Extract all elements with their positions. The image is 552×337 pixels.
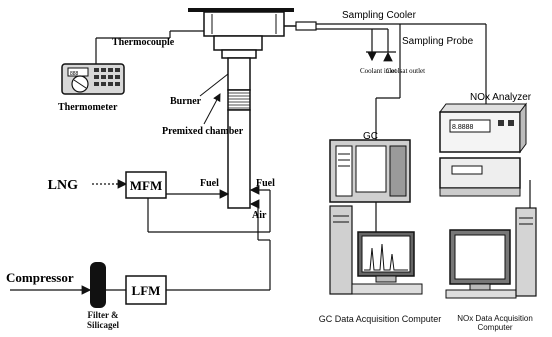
label-air: Air: [252, 210, 267, 221]
label-burner: Burner: [170, 96, 202, 107]
burner-tube: [227, 57, 251, 209]
label-compressor: Compressor: [6, 270, 74, 285]
thermometer-display: 888: [70, 71, 79, 77]
label-sampling-probe: Sampling Probe: [402, 36, 474, 47]
thermocouple-wire: [95, 30, 204, 64]
nox-computer: [445, 207, 537, 299]
analyzer-display: 8.8888: [452, 124, 474, 131]
label-mfm: MFM: [130, 178, 162, 193]
label-gc: GC: [363, 131, 378, 142]
label-coolant-outlet: Coolsat outlet: [386, 67, 425, 75]
label-sampling-cooler: Sampling Cooler: [342, 10, 417, 21]
air-line: [166, 199, 271, 291]
gc-computer: [329, 205, 423, 295]
burner-head: [188, 8, 294, 59]
air-supply: [10, 262, 167, 308]
nox-analyzer: 8.8888: [439, 102, 527, 197]
label-thermometer: Thermometer: [58, 102, 118, 113]
label-premixed-chamber: Premixed chamber: [162, 126, 244, 137]
sampling-cooler: [284, 21, 487, 140]
label-nox-computer: NOx Data Acquisition Computer: [457, 314, 533, 332]
gc-unit: [329, 139, 411, 203]
label-fuel-right: Fuel: [256, 178, 275, 189]
burner-leader: [199, 73, 229, 97]
label-lng: LNG: [48, 178, 78, 193]
label-nox-analyzer: NOx Analyzer: [470, 92, 532, 103]
thermometer-device: 888: [61, 63, 125, 95]
fuel-line: [92, 171, 271, 233]
label-coolant-inlet: Coolant inlet: [360, 67, 396, 75]
label-lfm: LFM: [132, 283, 161, 298]
label-thermocouple: Thermocouple: [112, 37, 175, 48]
chamber-leader: [203, 93, 221, 125]
label-gc-computer: GC Data Acquisition Computer: [319, 314, 442, 324]
label-filter-silicagel: Filter & Silicagel: [87, 310, 119, 330]
label-fuel-left: Fuel: [200, 178, 219, 189]
